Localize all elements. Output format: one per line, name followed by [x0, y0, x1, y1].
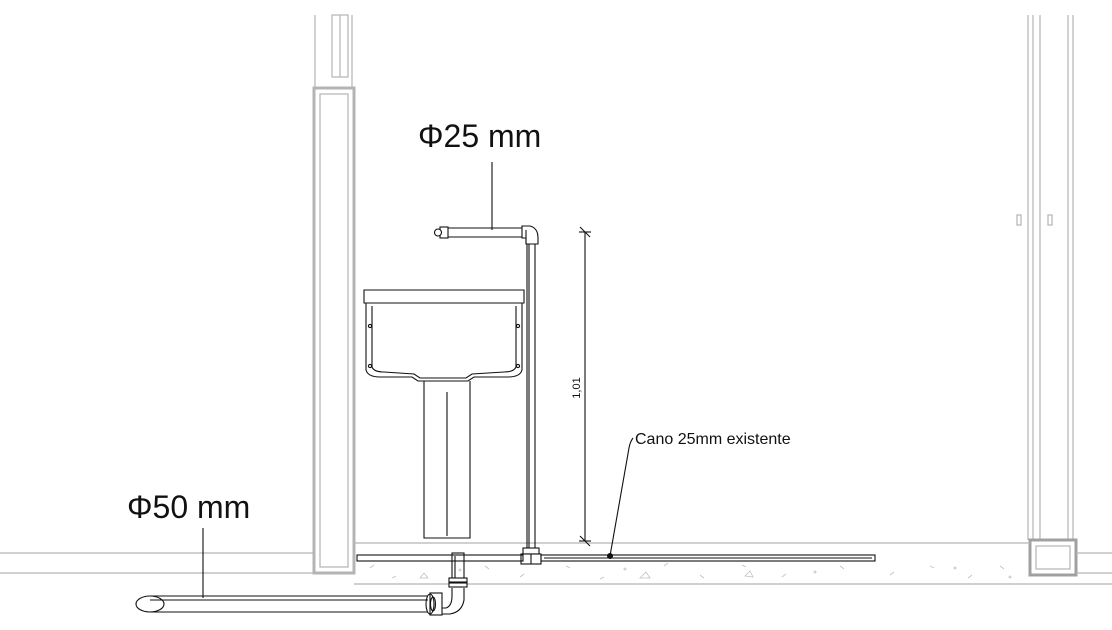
- concrete-hatch: [369, 562, 1012, 580]
- supply-pipe-25mm: [433, 225, 542, 565]
- pipe-50-label: Φ50 mm: [127, 489, 250, 525]
- drain-pipe-50mm: [135, 552, 468, 616]
- height-dimension: 1,01: [571, 226, 591, 547]
- left-column: [312, 86, 356, 575]
- existing-pipe-leader: [609, 437, 634, 557]
- right-column-base: [1028, 538, 1078, 577]
- existing-pipe: [356, 554, 876, 562]
- wall-structure: [0, 14, 1112, 585]
- existing-pipe-leader-dot: [607, 553, 613, 559]
- height-dimension-label: 1,01: [571, 377, 583, 398]
- right-column: [1016, 15, 1078, 577]
- existing-pipe-label: Cano 25mm existente: [635, 431, 791, 448]
- utility-sink: [363, 289, 525, 539]
- floor-line: [0, 542, 1112, 585]
- pipe-25-label: Φ25 mm: [418, 118, 541, 154]
